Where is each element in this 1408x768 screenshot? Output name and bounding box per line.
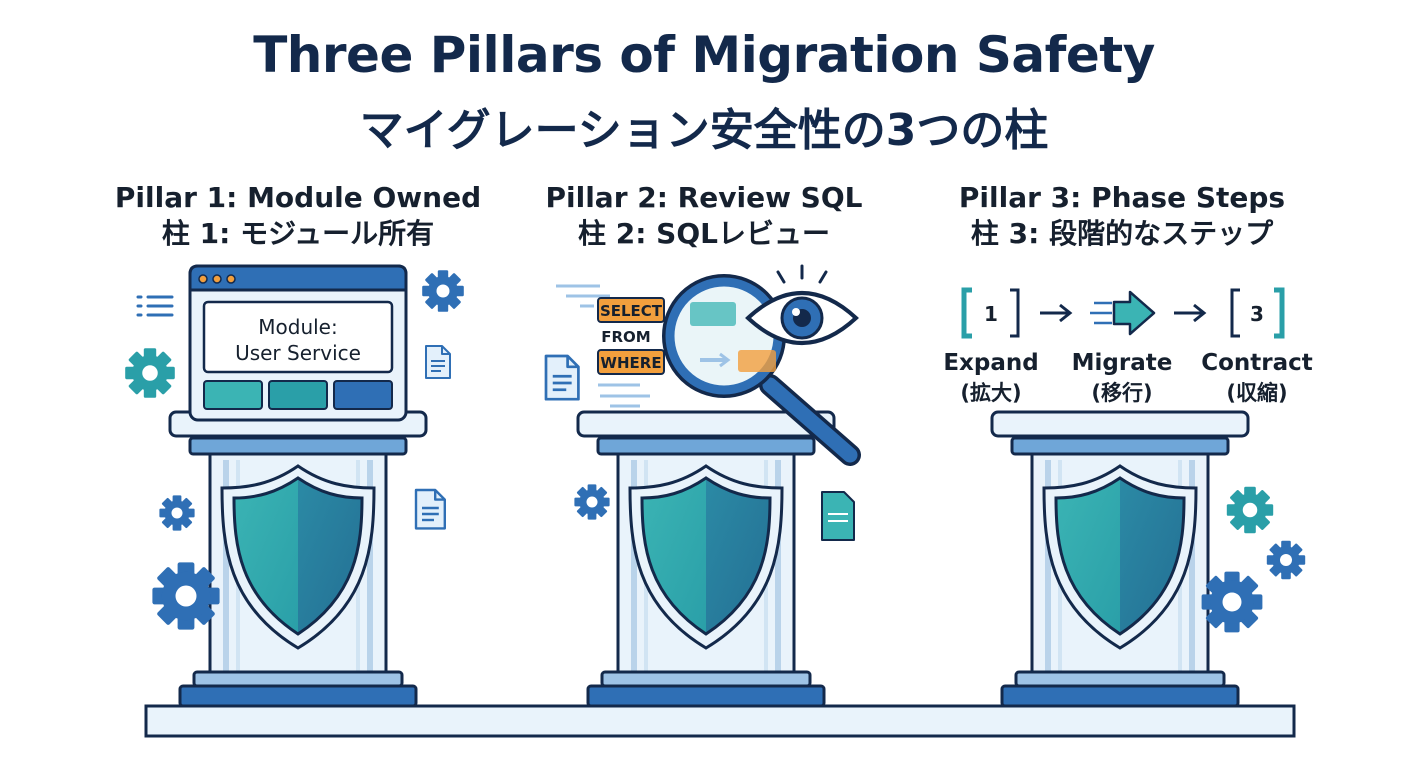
- pillar-2-title-japanese: 柱 2: SQLレビュー: [578, 217, 830, 250]
- phase-step-expand: 1: [961, 287, 1020, 339]
- document-icon: [414, 488, 447, 530]
- sql-query-lines: SELECT FROM WHERE: [556, 284, 665, 408]
- step-expand-label-jp: (拡大): [960, 381, 1021, 405]
- gear-icon: [1266, 540, 1306, 580]
- arrow-right-icon: [1174, 303, 1207, 323]
- gear-icon: [125, 348, 175, 398]
- migrate-arrow-icon: [1090, 290, 1156, 336]
- pillar-3-title-japanese: 柱 3: 段階的なステップ: [970, 217, 1274, 250]
- pillar-1-column: [170, 412, 426, 706]
- step-1-badge: 1: [984, 302, 998, 326]
- step-expand-label: Expand: [943, 350, 1038, 376]
- eye-icon: [745, 264, 859, 345]
- module-label-line1: Module:: [258, 315, 337, 339]
- gear-icon: [1226, 486, 1274, 534]
- arrow-right-icon: [1040, 303, 1073, 323]
- base-platform: [144, 704, 1296, 738]
- gear-icon: [159, 495, 195, 531]
- magnifying-glass-icon: [662, 274, 861, 466]
- sql-keyword-from: FROM: [601, 328, 650, 346]
- document-icon: [544, 354, 580, 401]
- main-title-english: Three Pillars of Migration Safety: [253, 26, 1155, 84]
- gear-icon: [152, 562, 220, 630]
- pillar-2-column: [578, 412, 834, 706]
- gear-icon: [422, 270, 464, 312]
- document-icon: [821, 491, 855, 541]
- pillar-3-heading: Pillar 3: Phase Steps 柱 3: 段階的なステップ: [912, 180, 1332, 252]
- pillar-3-title-english: Pillar 3: Phase Steps: [958, 181, 1286, 214]
- step-migrate-label: Migrate: [1072, 350, 1173, 376]
- pillar-2-heading: Pillar 2: Review SQL 柱 2: SQLレビュー: [494, 180, 914, 252]
- document-icon: [425, 345, 451, 379]
- step-contract-label-jp: (収縮): [1226, 381, 1287, 405]
- main-title-japanese: マイグレーション安全性の3つの柱: [359, 105, 1049, 156]
- gear-icon: [574, 484, 610, 520]
- phase-step-contract: 3: [1230, 287, 1285, 339]
- pillar-2-title-english: Pillar 2: Review SQL: [545, 181, 863, 214]
- step-3-badge: 3: [1250, 302, 1264, 326]
- module-window-icon: Module: User Service: [188, 264, 408, 422]
- module-label-line2: User Service: [235, 341, 361, 365]
- pillar-1-title-english: Pillar 1: Module Owned: [114, 181, 482, 214]
- step-contract-label: Contract: [1201, 350, 1313, 376]
- pillar-1-heading: Pillar 1: Module Owned 柱 1: モジュール所有: [88, 180, 508, 252]
- pillar-3-column: [992, 412, 1248, 706]
- step-migrate-label-jp: (移行): [1091, 381, 1152, 405]
- list-icon: [136, 295, 174, 317]
- pillar-1-title-japanese: 柱 1: モジュール所有: [161, 217, 435, 250]
- sql-keyword-where: WHERE: [600, 354, 661, 372]
- gear-icon: [1201, 571, 1263, 633]
- sql-keyword-select: SELECT: [600, 302, 663, 320]
